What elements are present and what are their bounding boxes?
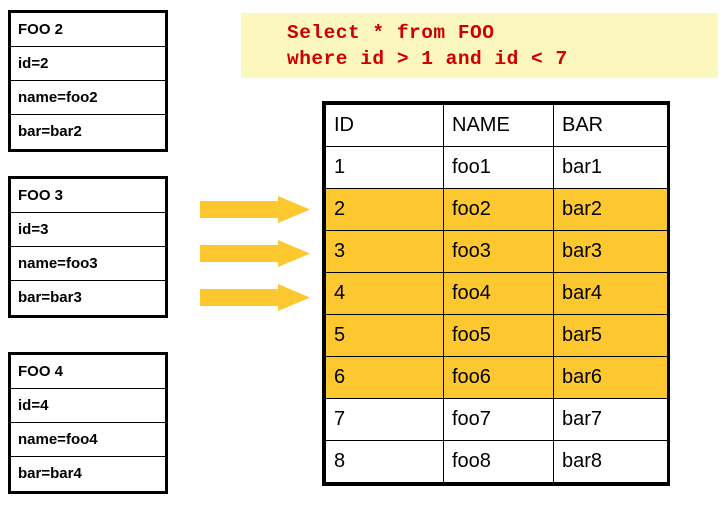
table-row: 8 foo8 bar8 [325,440,668,483]
record-box-foo3: FOO 3 id=3 name=foo3 bar=bar3 [8,176,168,318]
table-header-row: ID NAME BAR [325,104,668,147]
cell-bar: bar6 [553,356,668,399]
record-field-id: id=4 [11,389,165,423]
arrow-right-icon [200,284,310,311]
column-header-bar: BAR [553,104,668,147]
record-field-bar: bar=bar3 [18,289,82,306]
cell-bar: bar2 [553,188,668,231]
results-table: ID NAME BAR 1 foo1 bar1 2 foo2 bar2 3 fo… [322,101,670,486]
cell-id: 8 [325,440,444,483]
record-field-name: name=foo4 [11,423,165,457]
cell-name: foo5 [443,314,554,357]
column-header-name: NAME [443,104,554,147]
record-field-bar: bar=bar4 [18,465,82,482]
cell-id: 2 [325,188,444,231]
arrow-right-icon [200,240,310,267]
record-title: FOO 4 [11,355,165,389]
cell-id: 3 [325,230,444,273]
table-row: 4 foo4 bar4 [325,272,668,315]
cell-bar: bar5 [553,314,668,357]
record-field-id: id=3 [11,213,165,247]
table-row: 6 foo6 bar6 [325,356,668,399]
record-field-name: name=foo3 [11,247,165,281]
cell-name: foo3 [443,230,554,273]
sql-query-line-2: where id > 1 and id < 7 [287,48,568,70]
sql-query-line-1: Select * from FOO [287,22,495,44]
cell-bar: bar1 [553,146,668,189]
cell-name: foo7 [443,398,554,441]
record-field-name: name=foo2 [11,81,165,115]
cell-bar: bar8 [553,440,668,483]
cell-id: 1 [325,146,444,189]
record-title: FOO 2 [11,13,165,47]
table-row: 2 foo2 bar2 [325,188,668,231]
cell-name: foo1 [443,146,554,189]
sql-query-box: Select * from FOO where id > 1 and id < … [241,13,718,78]
record-title: FOO 3 [11,179,165,213]
cell-bar: bar7 [553,398,668,441]
record-box-foo4: FOO 4 id=4 name=foo4 bar=bar4 [8,352,168,494]
cell-id: 7 [325,398,444,441]
cell-name: foo8 [443,440,554,483]
cell-bar: bar3 [553,230,668,273]
table-row: 1 foo1 bar1 [325,146,668,189]
cell-name: foo2 [443,188,554,231]
cell-id: 6 [325,356,444,399]
table-row: 3 foo3 bar3 [325,230,668,273]
cell-name: foo4 [443,272,554,315]
cell-id: 5 [325,314,444,357]
column-header-id: ID [325,104,444,147]
cell-id: 4 [325,272,444,315]
record-box-foo2: FOO 2 id=2 name=foo2 bar=bar2 [8,10,168,152]
table-row: 5 foo5 bar5 [325,314,668,357]
cell-bar: bar4 [553,272,668,315]
cell-name: foo6 [443,356,554,399]
arrow-right-icon [200,196,310,223]
record-field-id: id=2 [11,47,165,81]
record-field-bar: bar=bar2 [18,123,82,140]
table-row: 7 foo7 bar7 [325,398,668,441]
